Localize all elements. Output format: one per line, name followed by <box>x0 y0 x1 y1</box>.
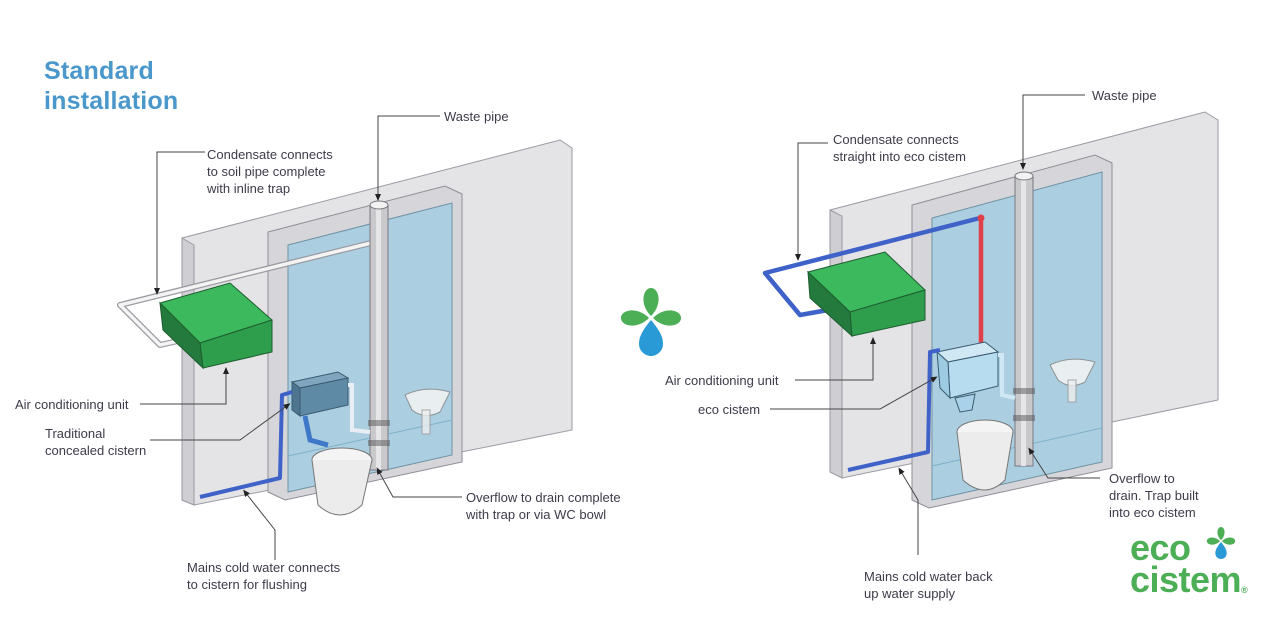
page-title: Standard installation <box>44 56 178 116</box>
left-label-overflow: Overflow to drain complete with trap or … <box>466 490 621 522</box>
right-condensate-pipe <box>762 215 981 318</box>
right-ac-unit <box>807 251 926 338</box>
left-ac-unit <box>159 282 273 370</box>
logo-word-cistem: cistem <box>1130 559 1242 600</box>
left-label-condensate: Condensate connects to soil pipe complet… <box>207 147 333 196</box>
right-label-eco-cistem: eco cistem <box>698 402 761 417</box>
logo-emblem-icon <box>1206 526 1236 560</box>
right-wc-pan <box>956 419 1014 491</box>
left-wc-pan <box>311 447 373 516</box>
right-label-overflow: Overflow to drain. Trap built into eco c… <box>1109 471 1199 520</box>
eco-cistem-emblem <box>621 288 681 356</box>
left-installation-diagram <box>117 115 573 560</box>
left-traditional-cistern <box>290 371 350 417</box>
right-label-ac-unit: Air conditioning unit <box>665 373 779 388</box>
right-mains-pipe <box>847 348 941 472</box>
right-installation-diagram <box>762 94 1219 555</box>
registered-mark: ® <box>1241 585 1248 595</box>
right-label-waste-pipe: Waste pipe <box>1092 88 1157 103</box>
right-basin <box>1049 358 1096 403</box>
right-label-condensate: Condensate connects straight into eco ci… <box>833 132 966 164</box>
left-label-waste-pipe: Waste pipe <box>444 109 509 124</box>
left-basin <box>404 388 451 435</box>
eco-cistem-logo: eco cistem® <box>1130 526 1248 598</box>
left-label-ac-unit: Air conditioning unit <box>15 397 129 412</box>
logo-word-eco: eco <box>1130 527 1191 568</box>
left-label-cistern: Traditional concealed cistern <box>45 426 147 458</box>
left-label-mains: Mains cold water connects to cistern for… <box>187 560 341 592</box>
title-line-1: Standard <box>44 57 154 85</box>
left-waste-pipe <box>368 200 390 471</box>
title-line-2: installation <box>44 87 179 115</box>
right-eco-cistem <box>935 341 1000 413</box>
left-mains-pipe <box>199 390 293 499</box>
right-waste-pipe <box>1013 171 1035 467</box>
right-label-mains: Mains cold water back up water supply <box>864 569 993 601</box>
